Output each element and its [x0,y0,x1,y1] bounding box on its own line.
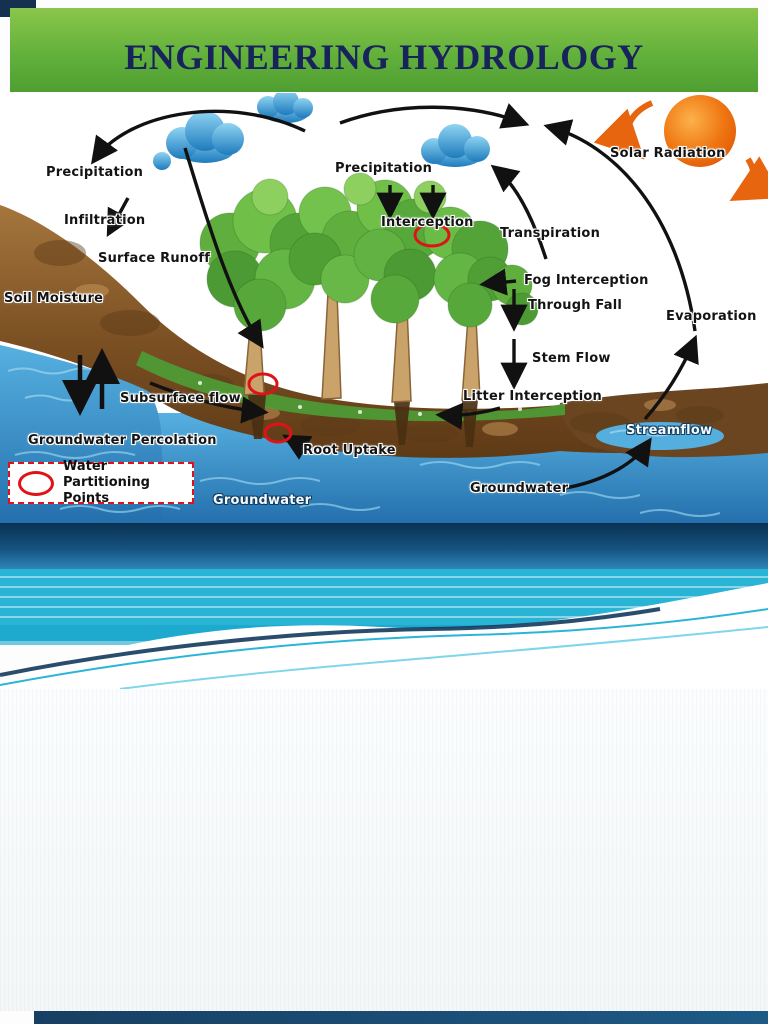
hydrology-cycle-diagram: Precipitation Infiltration Surface Runof… [0,93,768,523]
label-infiltration: Infiltration [64,213,146,228]
page-title: ENGINEERING HYDROLOGY [124,37,644,77]
label-root-uptake: Root Uptake [303,443,396,458]
tree-trunks [243,292,481,403]
divider-band [0,523,768,569]
cloud-icons [153,93,490,170]
label-transpiration: Transpiration [500,226,601,241]
label-precipitation-left: Precipitation [46,165,144,180]
legend-text: Water Partitioning Points [63,459,184,508]
label-groundwater-percolation: Groundwater Percolation [28,433,217,448]
flow-arrows [62,103,699,491]
label-groundwater-right: Groundwater [470,481,569,496]
label-subsurface-flow: Subsurface flow [120,391,241,406]
partitioning-point-markers [247,222,451,444]
sun-icon [593,95,768,201]
cloud-left-icon [153,111,244,170]
label-stem-flow: Stem Flow [532,351,611,366]
slide-body-blank [0,689,768,1011]
label-streamflow: Streamflow [626,423,713,438]
water-ripples [14,451,721,517]
label-groundwater-left: Groundwater [213,493,312,508]
label-through-fall: Through Fall [528,298,623,313]
label-soil-moisture: Soil Moisture [4,291,104,306]
grass-strip [136,351,565,422]
label-fog-interception: Fog Interception [524,273,649,288]
legend-line2: Partitioning Points [63,474,150,507]
wave-decoration [0,569,768,689]
wave-art [0,569,768,689]
bottom-accent-bar [34,1011,768,1024]
title-banner: ENGINEERING HYDROLOGY [10,8,758,92]
legend-line1: Water [63,458,108,474]
tree-canopy [199,172,539,332]
label-litter-interception: Litter Interception [463,389,602,404]
legend-water-partitioning: Water Partitioning Points [8,459,194,506]
cloud-right-icon [421,124,490,167]
label-surface-runoff: Surface Runoff [98,251,211,266]
label-evaporation: Evaporation [666,309,757,324]
label-precipitation-center: Precipitation [335,161,433,176]
label-interception: Interception [381,215,474,230]
red-oval-icon [18,470,54,496]
label-solar-radiation: Solar Radiation [610,146,726,161]
